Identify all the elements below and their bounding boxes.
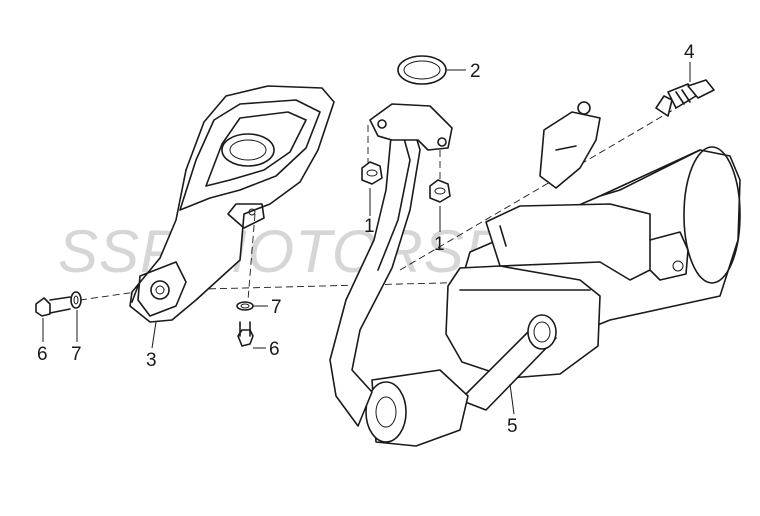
flange-nut-left [361,161,383,185]
heat-shield [129,85,335,323]
leader-lines [42,62,691,415]
muffler-assembly [329,101,741,447]
washer-center [236,301,254,311]
callout-4: 4 [684,42,695,63]
callout-7-left: 7 [71,344,82,365]
callout-6-left: 6 [37,344,48,365]
callout-7-center: 7 [271,297,282,318]
alignment-lines [79,99,691,301]
callout-1-left: 1 [364,216,375,237]
flange-nut-right [429,179,451,203]
callout-5: 5 [507,416,518,437]
bolt-left [35,296,71,317]
callout-6-center: 6 [269,339,280,360]
bolt-center [237,321,254,347]
washer-left [70,291,82,309]
o2-sensor [655,79,715,117]
callout-2: 2 [470,61,481,82]
gasket [397,55,447,85]
callout-3: 3 [146,350,157,371]
callout-1-right: 1 [434,234,445,255]
